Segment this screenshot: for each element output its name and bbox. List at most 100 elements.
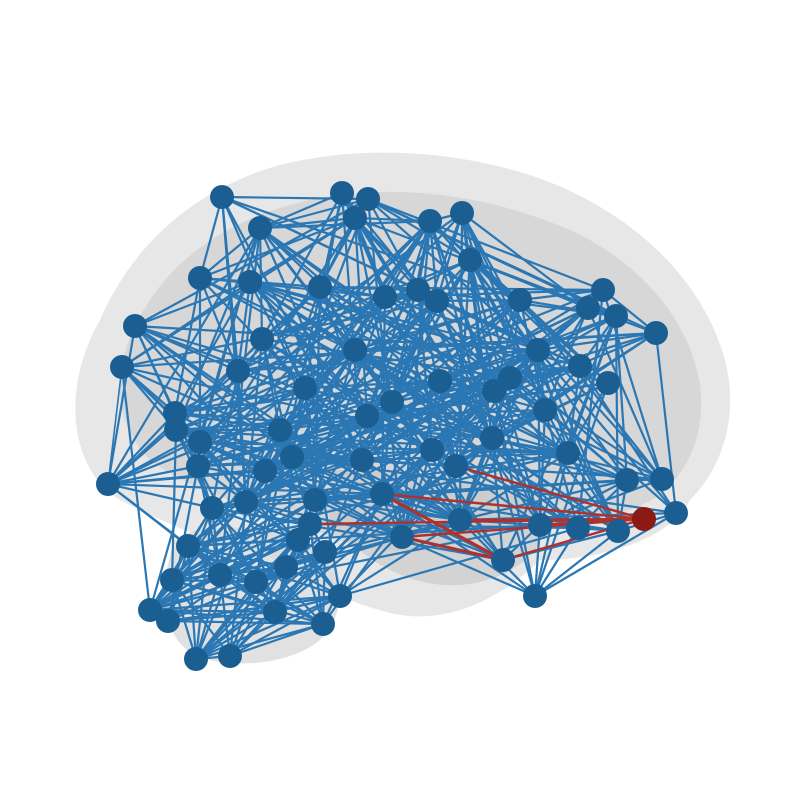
network-node bbox=[591, 278, 615, 302]
network-node bbox=[458, 248, 482, 272]
network-edge bbox=[260, 258, 472, 341]
network-node bbox=[184, 647, 208, 671]
network-edge bbox=[468, 258, 590, 310]
network-node bbox=[274, 555, 298, 579]
network-edge bbox=[303, 386, 494, 440]
network-node bbox=[248, 216, 272, 240]
network-edge bbox=[366, 197, 472, 262]
network-edge bbox=[254, 580, 325, 626]
network-edge bbox=[170, 299, 439, 582]
highlighted-edge bbox=[454, 464, 646, 521]
network-node bbox=[164, 418, 188, 442]
network-edge bbox=[106, 226, 262, 486]
network-node bbox=[160, 568, 184, 592]
network-edge bbox=[258, 197, 370, 230]
network-edge bbox=[458, 478, 629, 522]
network-node bbox=[444, 454, 468, 478]
network-edge bbox=[254, 523, 542, 584]
highlighted-edge bbox=[308, 517, 646, 526]
network-edge bbox=[566, 381, 610, 455]
network-edge bbox=[365, 288, 420, 418]
network-edge bbox=[353, 298, 522, 352]
network-edge bbox=[313, 364, 582, 502]
network-edge bbox=[174, 226, 262, 432]
network-edge bbox=[435, 211, 464, 303]
network-node bbox=[644, 321, 668, 345]
network-node bbox=[188, 266, 212, 290]
network-edge bbox=[360, 258, 472, 462]
network-edge bbox=[166, 594, 342, 623]
network-node bbox=[356, 187, 380, 211]
network-edge bbox=[360, 299, 439, 462]
network-node bbox=[428, 369, 452, 393]
network-edge bbox=[454, 258, 472, 468]
network-node bbox=[373, 285, 397, 309]
network-node bbox=[343, 338, 367, 362]
network-edge bbox=[228, 622, 325, 658]
network-node bbox=[238, 270, 262, 294]
network-node bbox=[280, 445, 304, 469]
network-edge bbox=[458, 451, 570, 522]
network-edge bbox=[353, 216, 420, 292]
network-node bbox=[350, 448, 374, 472]
network-edge bbox=[133, 280, 252, 328]
network-edge bbox=[133, 324, 240, 373]
network-node bbox=[523, 584, 547, 608]
network-node bbox=[606, 519, 630, 543]
network-edge bbox=[133, 324, 540, 352]
network-node bbox=[96, 472, 120, 496]
network-node bbox=[263, 600, 287, 624]
network-edge bbox=[194, 594, 342, 661]
network-edge bbox=[148, 608, 325, 626]
network-edge bbox=[186, 544, 342, 598]
network-edge bbox=[533, 529, 620, 598]
network-node bbox=[380, 390, 404, 414]
network-edge bbox=[198, 216, 357, 280]
network-node bbox=[568, 354, 592, 378]
network-edge bbox=[148, 594, 342, 612]
network-node bbox=[268, 418, 292, 442]
network-edge bbox=[170, 428, 178, 582]
network-edge bbox=[228, 594, 342, 658]
network-edge bbox=[107, 366, 123, 485]
highlighted-node bbox=[632, 507, 656, 531]
network-edge bbox=[284, 535, 404, 569]
network-edge bbox=[353, 348, 570, 455]
network-edge bbox=[278, 298, 522, 432]
network-edge bbox=[236, 369, 248, 504]
network-edge bbox=[166, 619, 325, 626]
network-node bbox=[596, 371, 620, 395]
network-edge bbox=[218, 573, 325, 626]
network-node bbox=[566, 516, 590, 540]
network-node bbox=[286, 528, 310, 552]
network-node bbox=[330, 181, 354, 205]
network-node bbox=[186, 454, 210, 478]
network-edge bbox=[543, 408, 629, 482]
network-node bbox=[313, 540, 337, 564]
network-edge bbox=[210, 428, 282, 510]
network-edge bbox=[210, 369, 240, 510]
network-edge bbox=[366, 197, 605, 292]
network-node bbox=[448, 508, 472, 532]
network-edge bbox=[278, 428, 364, 462]
network-nodes bbox=[96, 181, 688, 671]
network-node bbox=[406, 278, 430, 302]
network-node bbox=[123, 314, 147, 338]
network-node bbox=[293, 376, 317, 400]
network-node bbox=[604, 304, 628, 328]
network-node bbox=[311, 612, 335, 636]
network-node bbox=[163, 401, 187, 425]
network-node bbox=[355, 404, 379, 428]
network-node bbox=[370, 482, 394, 506]
network-edge bbox=[313, 498, 462, 522]
network-node bbox=[234, 490, 258, 514]
network-node bbox=[308, 275, 332, 299]
network-edge bbox=[236, 258, 472, 373]
network-node bbox=[425, 289, 449, 313]
network-edge bbox=[538, 408, 547, 527]
network-edge bbox=[533, 381, 610, 598]
network-edge bbox=[244, 376, 512, 504]
network-node bbox=[188, 430, 212, 454]
network-edge bbox=[258, 191, 344, 230]
